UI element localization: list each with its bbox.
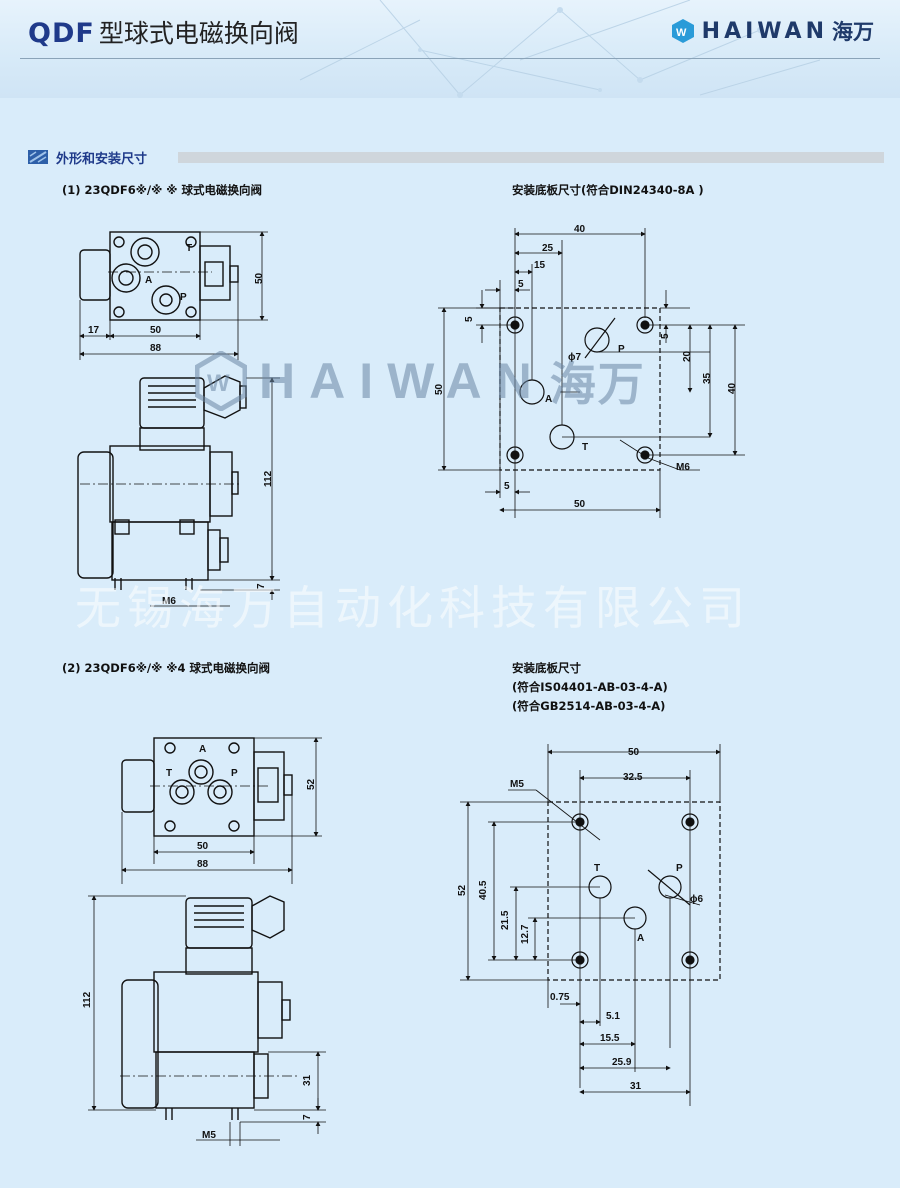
watermark-company: 无锡海万自动化科技有限公司	[75, 581, 751, 635]
plate1-port-t: T	[582, 442, 588, 453]
caption-plate2-line1: 安装底板尺寸	[512, 661, 581, 675]
fig2-dim-h112: 112	[82, 991, 93, 1008]
fig1-dim-h112: 112	[263, 470, 274, 487]
plate1-dim-5-top: 5	[518, 279, 524, 290]
fig2-port-a: A	[199, 744, 206, 755]
watermark-brand-cn: 海万	[549, 357, 646, 411]
plate1-dims	[438, 228, 745, 518]
plate2-dim-15-5: 15.5	[600, 1033, 620, 1044]
fig2-dim-h31: 31	[302, 1074, 313, 1086]
plate1-dim-25: 25	[542, 243, 554, 254]
plate2-dim-25-9: 25.9	[612, 1057, 632, 1068]
plate2-body	[547, 801, 721, 981]
fig1-side-dims	[150, 377, 280, 607]
title-name: 型球式电磁换向阀	[98, 19, 299, 48]
plate1-dim-50-w: 50	[574, 499, 586, 510]
fig1-dim-h50: 50	[254, 272, 265, 284]
plate2-dim-21-5: 21.5	[500, 910, 511, 930]
plate2-port-p: P	[676, 863, 683, 874]
svg-text:W: W	[207, 370, 230, 397]
plate1-port-p: P	[618, 344, 625, 355]
page-header: QDF 型球式电磁换向阀 W HAIWAN 海万	[0, 0, 900, 98]
haiwan-logo-icon: W	[671, 19, 694, 43]
plate2-dim-0-75: 0.75	[550, 992, 570, 1003]
plate2-dim-40-5: 40.5	[478, 880, 489, 900]
plate2-thread: M5	[510, 779, 524, 790]
plate1-dim-5-left: 5	[464, 316, 475, 322]
plate2-port-t: T	[594, 863, 600, 874]
section-header: 外形和安装尺寸	[28, 148, 884, 167]
watermark-brand-text: HAIWAN	[259, 353, 546, 409]
fig1-port-p: P	[180, 292, 187, 303]
fig2-top-view	[121, 737, 293, 837]
fig2-thread: M5	[202, 1130, 216, 1141]
plate2-dims	[460, 744, 721, 1106]
brand-logo: W HAIWAN 海万	[670, 16, 874, 46]
fig2-dim-w88: 88	[197, 859, 209, 870]
page-title: QDF 型球式电磁换向阀	[28, 14, 299, 50]
caption-plate1: 安装底板尺寸(符合DIN24340-8A )	[512, 183, 704, 197]
plate1-dim-50-h: 50	[434, 383, 445, 395]
plate2-dim-50: 50	[628, 747, 640, 758]
fig2-dim-h7: 7	[302, 1114, 313, 1120]
section-title: 外形和安装尺寸	[56, 152, 148, 167]
watermark-brand: W HAIWAN 海万	[195, 348, 646, 414]
header-divider	[20, 58, 880, 59]
section-grid-icon	[28, 150, 48, 164]
watermark-logo-icon: W	[195, 351, 247, 411]
fig2-side-dims	[88, 895, 326, 1146]
plate1-dim-20: 20	[682, 350, 693, 362]
fig1-side-view	[77, 375, 247, 590]
fig1-dim-w50: 50	[150, 325, 162, 336]
fig2-port-p: P	[231, 768, 238, 779]
fig1-dim-h7: 7	[256, 583, 267, 589]
plate2-dim-12-7: 12.7	[520, 924, 531, 944]
plate1-dim-40: 40	[574, 224, 586, 235]
plate1-dim-35: 35	[702, 372, 713, 384]
brand-name: HAIWAN	[701, 18, 828, 44]
fig1-thread: M6	[162, 596, 176, 607]
caption-plate2-line3: (符合GB2514-AB-03-4-A)	[512, 699, 666, 713]
caption-fig1: (1) 23QDF6※/※ ※ 球式电磁换向阀	[62, 183, 262, 197]
title-code: QDF	[28, 18, 95, 49]
plate2-dim-52: 52	[457, 884, 468, 896]
plate2-port-a: A	[637, 933, 644, 944]
fig2-top-dims	[121, 737, 322, 884]
svg-text:W: W	[676, 27, 687, 39]
plate2-dim-31: 31	[630, 1081, 642, 1092]
plate1-dim-5-right: 5	[660, 333, 671, 339]
caption-plate2-line2: (符合IS04401-AB-03-4-A)	[512, 680, 668, 694]
fig1-dim-w88: 88	[150, 343, 162, 354]
fig1-dim-w17: 17	[88, 325, 100, 336]
fig1-port-t: T	[186, 243, 192, 254]
fig2-side-view	[120, 895, 300, 1120]
fig2-dim-h52: 52	[306, 778, 317, 790]
plate1-dim-40-v: 40	[727, 382, 738, 394]
plate2-dim-5-1: 5.1	[606, 1011, 620, 1022]
fig1-top-view	[79, 231, 239, 321]
plate1-dim-5-bottom: 5	[504, 481, 510, 492]
brand-name-cn: 海万	[832, 20, 874, 44]
fig1-port-a: A	[145, 275, 152, 286]
plate1-phi7: ϕ7	[568, 352, 581, 363]
plate2-dim-32-5: 32.5	[623, 772, 643, 783]
header-network-decoration	[299, 0, 821, 98]
plate1-thread: M6	[676, 462, 690, 473]
fig2-dim-w50: 50	[197, 841, 209, 852]
caption-fig2: (2) 23QDF6※/※ ※4 球式电磁换向阀	[62, 661, 270, 675]
fig1-top-dims	[79, 231, 268, 360]
plate2-phi6: ϕ6	[690, 894, 703, 905]
section-rule	[178, 152, 884, 163]
plate1-dim-15: 15	[534, 260, 546, 271]
plate1-port-a: A	[545, 394, 552, 405]
fig2-port-t: T	[166, 768, 172, 779]
